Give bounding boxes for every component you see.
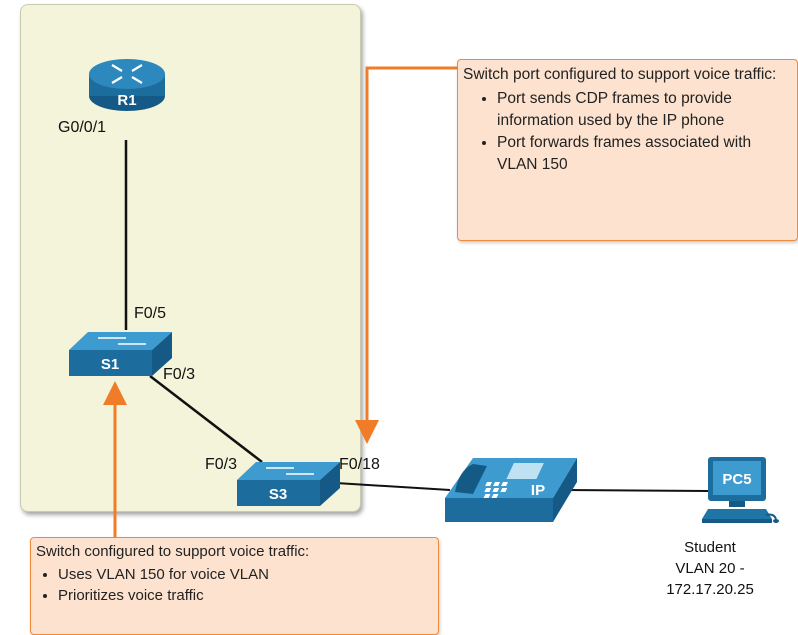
svg-text:IP: IP [531, 482, 545, 499]
switch-config-callout: Switch configured to support voice traff… [30, 537, 439, 635]
port-callout-arrow [355, 66, 457, 444]
router-r1[interactable]: R1 [86, 56, 169, 114]
switch-icon: S3 [237, 462, 340, 506]
switch-callout-bullet: Uses VLAN 150 for voice VLAN [58, 564, 434, 585]
link-s3-phone [335, 482, 451, 491]
svg-text:S3: S3 [269, 486, 287, 503]
svg-text:S1: S1 [101, 356, 119, 373]
port-config-callout: Switch port configured to support voice … [457, 59, 798, 241]
port-callout-bullet: Port sends CDP frames to provide informa… [497, 88, 793, 132]
pc5-caption-user: Student [684, 539, 736, 556]
ip-phone[interactable]: IP [443, 452, 578, 526]
svg-text:R1: R1 [117, 92, 136, 109]
pc5-caption-vlan: VLAN 20 - [675, 560, 745, 577]
router-icon: R1 [89, 59, 165, 111]
s1-port-top-label: F0/5 [134, 305, 167, 322]
phone-icon: IP [445, 458, 577, 522]
port-callout-bullet: Port forwards frames associated with VLA… [497, 132, 793, 176]
s3-port-right-label: F0/18 [339, 456, 380, 473]
pc5-caption: Student VLAN 20 - 172.17.20.25 [645, 537, 775, 600]
s1-port-right-label: F0/3 [163, 366, 196, 383]
switch-s3[interactable]: S3 [236, 460, 341, 508]
switch-callout-bullet: Prioritizes voice traffic [58, 585, 434, 606]
svg-text:PC5: PC5 [722, 471, 751, 488]
s3-port-left-label: F0/3 [205, 456, 238, 473]
pc5-caption-ip: 172.17.20.25 [666, 581, 754, 598]
port-callout-title: Switch port configured to support voice … [463, 66, 777, 83]
pc-icon: PC5 [702, 457, 779, 523]
switch-icon: S1 [69, 332, 172, 376]
lab-topology-zone [20, 4, 361, 512]
pc-pc5[interactable]: PC5 [694, 453, 782, 527]
r1-port-label: G0/0/1 [58, 119, 107, 136]
link-phone-pc [564, 489, 709, 492]
switch-s1[interactable]: S1 [68, 330, 173, 378]
link-s1-s3 [149, 375, 263, 463]
switch-callout-title: Switch configured to support voice traff… [36, 543, 310, 560]
